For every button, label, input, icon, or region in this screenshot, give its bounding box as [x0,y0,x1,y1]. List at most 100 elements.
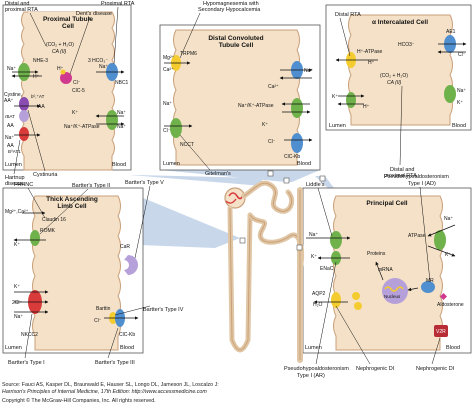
proximal-blood-label: Blood [112,162,126,168]
loop-of-henle [227,205,253,353]
tal-blood-label: Blood [120,345,134,351]
mr-label: MR [426,278,434,284]
enac-label: ENaC [320,266,334,272]
rbat-label: rBAT [5,114,15,119]
aqp2-vesicle-2 [354,302,362,310]
intercalated-lumen-label: Lumen [329,123,346,129]
distal-ca: Ca²⁺ [163,67,174,73]
tal-2cl: 2Cl⁻ [12,300,23,306]
proton-pump-dot [60,69,66,75]
intercalated-cell-panel: α Intercalated Cell Lumen Blood H⁺-ATPas… [325,4,472,131]
b0at-label: b⁰,⁺AT [31,94,45,99]
label-pha1ad-2: Type I (AD) [408,181,436,187]
proximal-aa-plus: AA⁺ [4,98,14,104]
intercalated-co2eq: (CO₂ + H₂O) [380,73,408,79]
clc5-label: ClC-5 [72,88,85,94]
claudin-label: Claudin 16 [42,217,66,223]
label-proximal-rta: Proximal RTA [101,1,135,7]
label-distal-prox-rta-b2: proximal RTA [384,173,417,179]
proximal-title-1: Proximal Tubule [43,16,93,23]
marker-principal [296,244,303,251]
ae1-label: AE1 [446,29,456,35]
rbat-transporter [19,110,29,122]
label-pha1ad-1: Pseudohypoaldosteronism [384,174,449,180]
label-cystinuria: Cystinuria [33,172,58,178]
nucleus-label: Nucleus [384,294,401,299]
aqp2-channel [331,292,341,308]
v2r-label: V2R [436,329,446,335]
mr-receptor [421,281,435,293]
h-k-atpase [346,92,356,108]
source-credit-2: Harrison's Principles of Internal Medici… [2,389,207,395]
intercalated-k-l: K⁺ [332,94,338,100]
label-ndi-1: Nephrogenic DI [356,366,395,372]
clckb-label-tal: ClC-Kb [119,332,135,338]
label-hypomag-1: Hypomagnesemia with [203,1,259,7]
label-distal-prox-rta-b1: Distal and [390,167,414,173]
b0at1-transporter [19,127,29,141]
marker-intercalated [319,175,326,182]
intercalated-title: α Intercalated Cell [372,19,428,26]
ncct-label: NCCT [180,142,194,148]
principal-lumen-label: Lumen [305,345,322,351]
label-bartter-5: Bartter's Type V [125,180,164,186]
proximal-aa-2: AA [7,123,14,129]
intercalated-na-r: Na⁺ [457,88,466,94]
proximal-na-2: Na⁺ [117,110,126,116]
label-bartter-2: Bartter's Type II [72,183,111,189]
principal-na-r: Na⁺ [444,216,453,222]
proximal-h-1: H⁺ [33,74,40,80]
tal-lumen-label: Lumen [5,345,22,351]
intercalated-hco3: HCO3⁻ [398,42,415,48]
label-liddles: Liddle's [306,182,325,188]
label-distal-proximal-rta-1: Distal and [5,1,29,7]
distal-na-r: Na⁺ [304,68,313,74]
proximal-aa-1: AA [38,104,45,110]
aldosterone-label: Aldosterone [437,302,464,308]
nkcc2-label: NKCC2 [21,332,38,338]
principal-title: Principal Cell [366,200,407,207]
label-pha1ar-2: Type I (AR) [297,373,325,379]
intercalated-h: H⁺ [368,60,375,66]
principal-atpase: ATPase [408,233,426,239]
distal-convoluted-segment [247,212,305,273]
intercalated-na-k-atpase [444,85,456,103]
proximal-convoluted-segment [241,180,295,214]
distal-atpase: Na⁺/K⁺-ATPase [238,103,274,109]
proximal-na-nbc: Na⁺ [99,64,108,70]
nhe3-label: NHE-3 [33,58,48,64]
label-bartter-1: Bartter's Type I [8,360,45,366]
label-ndi-2: Nephrogenic DI [416,366,455,372]
label-pha1ar-1: Pseudohypoaldosteronism [284,366,349,372]
proximal-ca2: CA (II) [52,49,67,55]
marker-distal [283,177,290,184]
distal-title-1: Distal Convoluted [208,35,263,42]
romk-channel [30,230,40,246]
proximal-k: K⁺ [72,110,78,116]
copyright: Copyright © The McGraw-Hill Companies, I… [2,398,156,404]
source-credit: Source: Fauci AS, Kasper DL, Braunwald E… [2,382,219,388]
distal-na-l: Na⁺ [163,101,172,107]
label-distal-rta: Distal RTA [335,12,361,18]
intercalated-k-r: K⁺ [457,100,463,106]
car-receptor [124,255,138,275]
aqp2-vesicle-1 [352,292,360,300]
distal-cl-r: Cl⁻ [268,139,276,145]
distal-cl-l: Cl⁻ [163,128,171,134]
principal-cell-panel: Principal Cell Lumen Blood Na⁺ K⁺ ENaC P… [302,187,472,354]
principal-k-l: K⁺ [311,254,317,260]
proximal-hco3: 3 HCO₃⁻ [88,58,108,64]
label-distal-proximal-rta-2: proximal RTA [5,7,38,13]
proximal-atpase: Na⁺/K⁺-ATPase [64,124,100,130]
v2r-receptor [434,325,448,337]
aldosterone-marker [439,292,448,301]
enac-channel [330,231,342,249]
mrna-label: mRNA [378,267,393,273]
dna-helix [384,286,404,292]
distal-k-r: K⁺ [262,122,268,128]
label-fhhnc: FHHNC [14,182,33,188]
intercalated-h-l: H⁺ [363,104,370,110]
clckb-label-distal: ClC-Kb [284,154,300,160]
